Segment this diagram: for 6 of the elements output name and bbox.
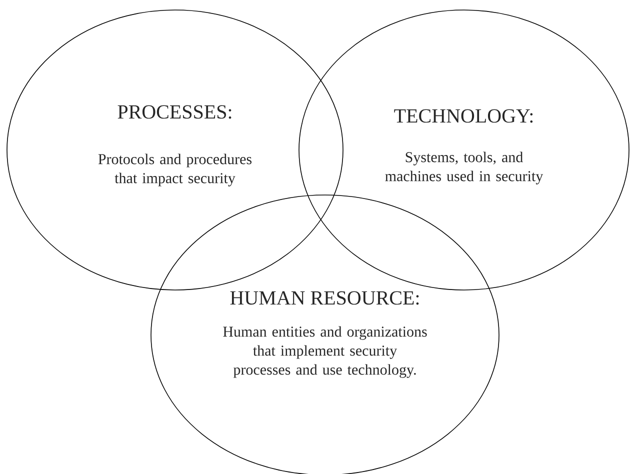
heading: TECHNOLOGY: (394, 109, 533, 123)
description: Human entities and organizations that implement security processes and use technology. (223, 326, 427, 378)
heading: HUMAN RESOURCE: (230, 291, 419, 305)
heading: PROCESSES: (118, 105, 232, 119)
description: Systems, tools, and machines used in security (385, 152, 544, 184)
description: Protocols and procedures that impact security (98, 154, 252, 186)
